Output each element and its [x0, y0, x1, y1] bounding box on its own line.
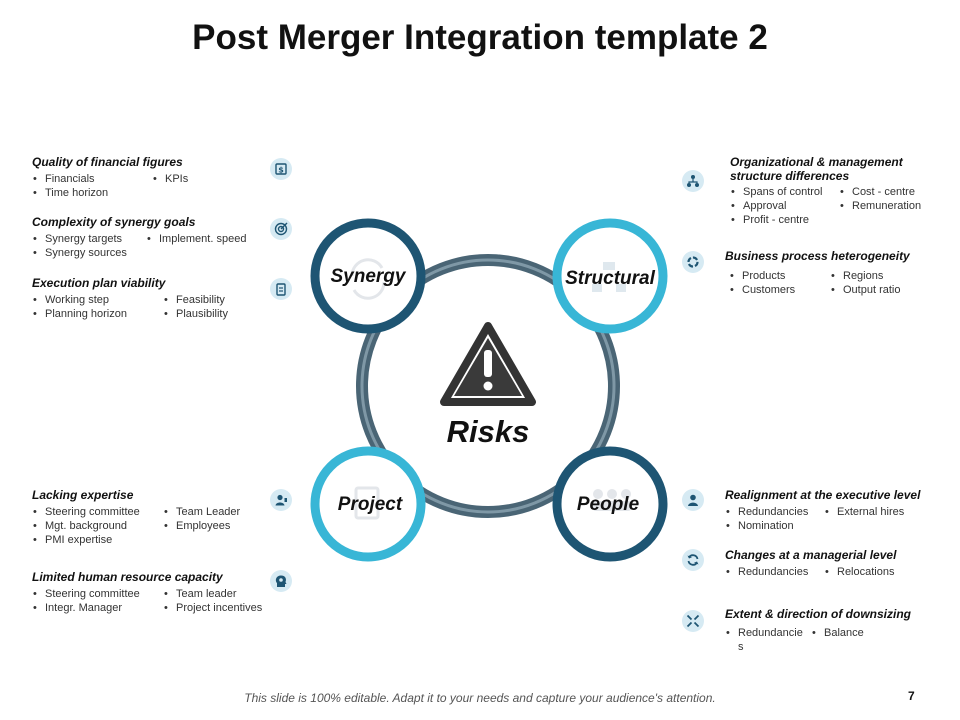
- list-item: Financials: [32, 172, 152, 186]
- list-item: Planning horizon: [32, 307, 163, 321]
- block-heading: Complexity of synergy goals: [32, 215, 196, 229]
- list-item: External hires: [824, 505, 904, 519]
- organizational-structure-block: Organizational & management structure di…: [730, 155, 950, 227]
- list-item: Team leader: [163, 587, 262, 601]
- list-item: Output ratio: [830, 283, 900, 297]
- list-item: Synergy targets: [32, 232, 146, 246]
- page-title: Post Merger Integration template 2: [192, 18, 768, 57]
- quality-financial-figures-block: Quality of financial figures FinancialsT…: [32, 155, 272, 200]
- list-item: Approval: [730, 199, 839, 213]
- list-item: Redundancie s: [725, 626, 811, 654]
- structural-node: [552, 218, 668, 334]
- list-item: Steering committee: [32, 587, 163, 601]
- downsizing-block: Extent & direction of downsizing Redunda…: [725, 607, 950, 654]
- heading-line: structure differences: [730, 169, 850, 183]
- cycle-icon: [682, 251, 704, 273]
- block-heading: Lacking expertise: [32, 488, 134, 502]
- warning-icon: [440, 322, 536, 406]
- block-heading: Extent & direction of downsizing: [725, 607, 911, 621]
- project-node: [310, 446, 426, 562]
- structural-watermark-icon: [592, 262, 626, 292]
- list-item: Regions: [830, 269, 900, 283]
- target-icon: [270, 218, 292, 240]
- executive-realignment-block: Realignment at the executive level Redun…: [725, 488, 950, 533]
- list-item-text: Redundancie: [738, 627, 803, 639]
- block-heading: Limited human resource capacity: [32, 570, 223, 584]
- refresh-icon: [682, 549, 704, 571]
- list-item: Feasibility: [163, 293, 228, 307]
- list-item: Project incentives: [163, 601, 262, 615]
- block-heading: Execution plan viability: [32, 276, 166, 290]
- list-item: Team Leader: [163, 505, 240, 519]
- complexity-synergy-goals-block: Complexity of synergy goals Synergy targ…: [32, 215, 272, 260]
- list-item: Employees: [163, 519, 240, 533]
- synergy-watermark-icon: [350, 258, 386, 300]
- footer-note: This slide is 100% editable. Adapt it to…: [244, 691, 716, 705]
- shrink-arrows-icon: [682, 610, 704, 632]
- limited-hr-capacity-block: Limited human resource capacity Steering…: [32, 570, 282, 615]
- head-gear-icon: [270, 570, 292, 592]
- list-item: Products: [729, 269, 830, 283]
- managerial-changes-block: Changes at a managerial level Redundanci…: [725, 548, 950, 579]
- list-item: Nomination: [725, 519, 824, 533]
- list-item: Working step: [32, 293, 163, 307]
- people-watermark-icon: [592, 489, 632, 511]
- page-number: 7: [908, 689, 915, 703]
- list-item: Synergy sources: [32, 246, 146, 260]
- list-item: Relocations: [824, 565, 894, 579]
- block-heading: Organizational & management structure di…: [730, 155, 950, 183]
- list-item: Profit - centre: [730, 213, 839, 227]
- list-item: Balance: [811, 626, 864, 640]
- clipboard-icon: [270, 278, 292, 300]
- project-label: Project: [337, 494, 403, 515]
- block-heading: Changes at a managerial level: [725, 548, 897, 562]
- user-icon: [270, 489, 292, 511]
- synergy-label: Synergy: [330, 266, 406, 287]
- execution-plan-viability-block: Execution plan viability Working stepPla…: [32, 276, 272, 321]
- list-item: PMI expertise: [32, 533, 163, 547]
- svg-text:$: $: [278, 166, 284, 175]
- outer-ring-highlight: [360, 258, 616, 514]
- dollar-document-icon: $: [270, 158, 292, 180]
- structural-label: Structural: [565, 268, 655, 289]
- list-item: Implement. speed: [146, 232, 246, 246]
- people-label: People: [576, 494, 640, 515]
- person-icon: [682, 489, 704, 511]
- list-item: Mgt. background: [32, 519, 163, 533]
- list-item: KPIs: [152, 172, 188, 186]
- list-item: Spans of control: [730, 185, 839, 199]
- block-heading: Business process heterogeneity: [725, 249, 910, 263]
- list-item: Plausibility: [163, 307, 228, 321]
- risks-label: Risks: [446, 414, 530, 449]
- list-item: Steering committee: [32, 505, 163, 519]
- block-heading: Quality of financial figures: [32, 155, 183, 169]
- list-item: Customers: [729, 283, 830, 297]
- list-item: Cost - centre: [839, 185, 921, 199]
- org-chart-icon: [682, 170, 704, 192]
- synergy-node: [310, 218, 426, 334]
- list-item-text: s: [738, 641, 744, 653]
- list-item: Integr. Manager: [32, 601, 163, 615]
- heading-line: Organizational & management: [730, 155, 903, 169]
- block-heading: Realignment at the executive level: [725, 488, 921, 502]
- list-item: Remuneration: [839, 199, 921, 213]
- business-process-block: Business process heterogeneity ProductsC…: [725, 249, 950, 297]
- list-item: Redundancies: [725, 565, 824, 579]
- lacking-expertise-block: Lacking expertise Steering committeeMgt.…: [32, 488, 272, 547]
- project-watermark-icon: [354, 486, 380, 520]
- list-item: Time horizon: [32, 186, 152, 200]
- list-item: Redundancies: [725, 505, 824, 519]
